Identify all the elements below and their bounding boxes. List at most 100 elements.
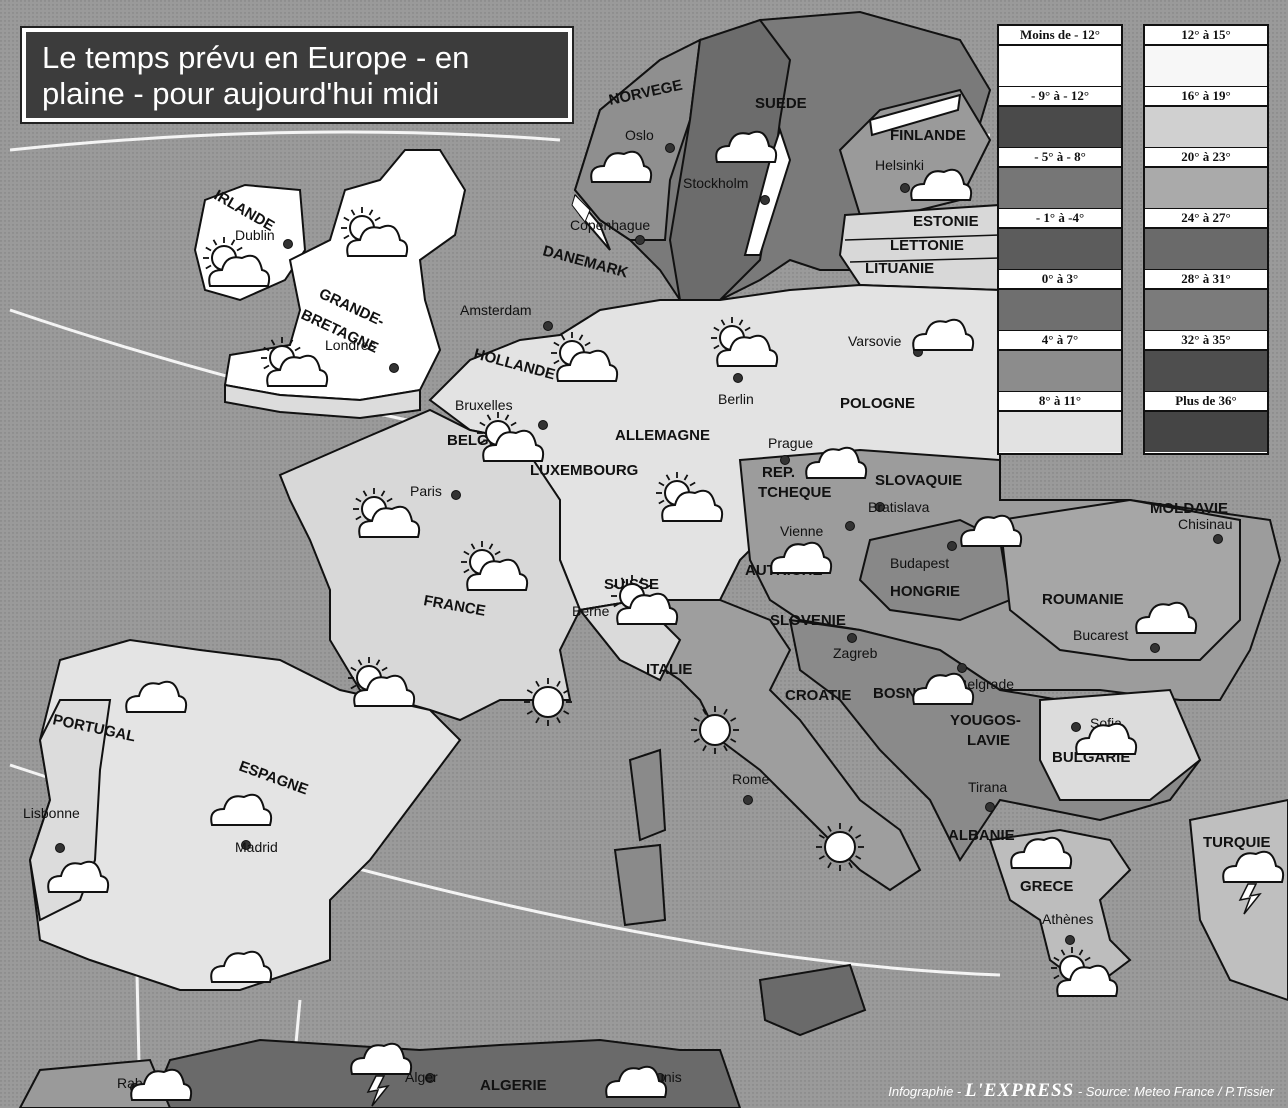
legend-row: 24° à 27°	[1145, 209, 1267, 270]
city-label: Budapest	[890, 555, 949, 571]
country-label: MOLDAVIE	[1150, 500, 1228, 517]
temperature-legend-warm: 12° à 15° 16° à 19°20° à 23° 24° à 27° 28° …	[1143, 24, 1269, 455]
cloud-icon	[912, 672, 975, 705]
legend-label: 24° à 27°	[1145, 209, 1267, 229]
city-label: Amsterdam	[460, 302, 532, 318]
city-dot	[743, 795, 753, 805]
cloud-icon	[912, 318, 975, 351]
legend-swatch	[1145, 107, 1267, 147]
legend-swatch	[1145, 290, 1267, 330]
city-dot	[1150, 643, 1160, 653]
storm-cloud-icon	[350, 1042, 413, 1107]
legend-row: 8° à 11°	[999, 392, 1121, 453]
country-label: POLOGNE	[840, 395, 915, 412]
city-label: Athènes	[1042, 911, 1093, 927]
legend-swatch	[999, 107, 1121, 147]
cloud-icon	[210, 793, 273, 826]
sun-icon	[816, 823, 864, 871]
city-label: Vienne	[780, 523, 824, 539]
city-dot	[780, 455, 790, 465]
city-label: Helsinki	[875, 157, 924, 173]
city-label: Zagreb	[833, 645, 878, 661]
credit-line: Infographie - L'EXPRESS - Source: Meteo …	[888, 1080, 1274, 1102]
city-dot	[283, 239, 293, 249]
cloud-icon	[1135, 601, 1198, 634]
legend-label: 8° à 11°	[999, 392, 1121, 412]
country-label: SLOVAQUIE	[875, 472, 962, 489]
legend-row: 12° à 15°	[1145, 26, 1267, 87]
legend-row: - 9° à - 12°	[999, 87, 1121, 148]
city-label: Tirana	[968, 779, 1007, 795]
legend-label: 28° à 31°	[1145, 270, 1267, 290]
city-label: Stockholm	[683, 175, 748, 191]
city-dot	[1065, 935, 1075, 945]
legend-swatch	[1145, 351, 1267, 391]
sun-cloud-icon	[1051, 947, 1119, 997]
country-label: ROUMANIE	[1042, 591, 1124, 608]
city-dot	[425, 1073, 435, 1083]
storm-cloud-icon	[1222, 850, 1285, 915]
legend-row: 16° à 19°	[1145, 87, 1267, 148]
legend-label: 0° à 3°	[999, 270, 1121, 290]
country-label: ALLEMAGNE	[615, 427, 710, 444]
legend-label: 20° à 23°	[1145, 148, 1267, 168]
country-label: REP.	[762, 464, 795, 481]
cloud-icon	[130, 1068, 193, 1101]
legend-swatch	[1145, 229, 1267, 269]
city-dot	[947, 541, 957, 551]
legend-label: - 9° à - 12°	[999, 87, 1121, 107]
country-label: SUEDE	[755, 95, 807, 112]
city-dot	[847, 633, 857, 643]
legend-row: - 1° à -4°	[999, 209, 1121, 270]
city-dot	[55, 843, 65, 853]
cloud-icon	[47, 860, 110, 893]
brand-logo: L'EXPRESS	[964, 1080, 1075, 1101]
legend-swatch	[1145, 412, 1267, 452]
city-label: Berlin	[718, 391, 754, 407]
cloud-icon	[770, 541, 833, 574]
city-dot	[957, 663, 967, 673]
cloud-icon	[210, 950, 273, 983]
legend-row: Plus de 36°	[1145, 392, 1267, 453]
cloud-icon	[590, 150, 653, 183]
legend-swatch	[1145, 46, 1267, 86]
city-dot	[1213, 534, 1223, 544]
city-dot	[635, 235, 645, 245]
country-label: GRECE	[1020, 878, 1073, 895]
legend-label: 12° à 15°	[1145, 26, 1267, 46]
city-label: Oslo	[625, 127, 654, 143]
legend-row: 4° à 7°	[999, 331, 1121, 392]
sun-cloud-icon	[711, 317, 779, 367]
legend-label: 32° à 35°	[1145, 331, 1267, 351]
city-labels: OsloStockholmHelsinkiCopenhagueDublinLon…	[23, 127, 1232, 1093]
cloud-icon	[125, 680, 188, 713]
sun-cloud-icon	[477, 412, 545, 462]
credit-prefix: Infographie -	[888, 1084, 962, 1099]
city-dot	[389, 363, 399, 373]
city-label: Prague	[768, 435, 813, 451]
city-dot	[543, 321, 553, 331]
country-label: FINLANDE	[890, 127, 966, 144]
legend-row: - 5° à - 8°	[999, 148, 1121, 209]
legend-label: - 1° à -4°	[999, 209, 1121, 229]
cloud-icon	[715, 130, 778, 163]
cloud-icon	[605, 1065, 668, 1098]
temperature-legend-cold: Moins de - 12°- 9° à - 12°- 5° à - 8°- 1…	[997, 24, 1123, 455]
city-label: Bratislava	[868, 499, 930, 515]
city-dot	[845, 521, 855, 531]
cloud-icon	[805, 446, 868, 479]
legend-row: 28° à 31°	[1145, 270, 1267, 331]
city-dot	[241, 840, 251, 850]
country-label: CROATIE	[785, 687, 851, 704]
city-dot	[900, 183, 910, 193]
country-label: YOUGOS-	[950, 712, 1021, 729]
cloud-icon	[1075, 722, 1138, 755]
city-dot	[875, 502, 885, 512]
legend-label: Plus de 36°	[1145, 392, 1267, 412]
sun-cloud-icon	[341, 207, 409, 257]
sun-icon	[524, 678, 572, 726]
legend-label: 4° à 7°	[999, 331, 1121, 351]
legend-swatch	[999, 229, 1121, 269]
city-label: Dublin	[235, 227, 275, 243]
